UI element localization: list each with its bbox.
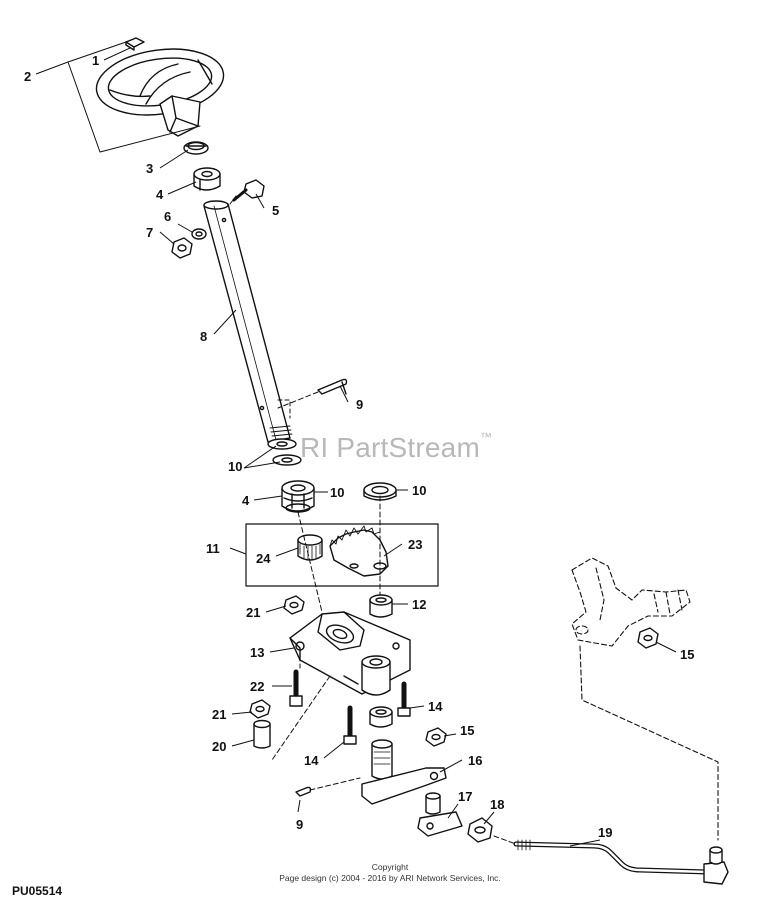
callout-2[interactable]: 2 — [24, 69, 32, 84]
steering-shaft-drawing — [203, 200, 293, 443]
callout-20[interactable]: 20 — [212, 739, 227, 754]
callout-15-right[interactable]: 15 — [680, 647, 695, 662]
upper-bushing-drawing — [193, 167, 221, 191]
callout-13[interactable]: 13 — [250, 645, 265, 660]
callout-22[interactable]: 22 — [250, 679, 265, 694]
bolt-lower-drawing — [343, 705, 357, 745]
callout-17[interactable]: 17 — [458, 789, 473, 804]
copyright-notice: Copyright Page design (c) 2004 - 2016 by… — [240, 862, 540, 883]
bolt-drawing — [229, 179, 265, 205]
diagram-id: PU05514 — [12, 884, 63, 898]
callout-23[interactable]: 23 — [408, 537, 423, 552]
watermark: RI PartStream™ — [300, 430, 493, 464]
cotter-pin-upper-drawing — [277, 378, 348, 409]
watermark-text: RI PartStream — [300, 432, 480, 463]
lower-bushing-drawing — [281, 480, 315, 513]
callout-21-upper[interactable]: 21 — [246, 605, 261, 620]
callout-16[interactable]: 16 — [468, 753, 483, 768]
copyright-line-2: Page design (c) 2004 - 2016 by ARI Netwo… — [279, 872, 501, 883]
sector-gear-drawing — [329, 525, 389, 577]
callout-14-lower[interactable]: 14 — [304, 753, 319, 768]
trademark-mark: ™ — [479, 430, 493, 444]
callout-21-lower[interactable]: 21 — [212, 707, 227, 722]
callout-5[interactable]: 5 — [272, 203, 280, 218]
support-plate-drawing — [289, 611, 411, 696]
cotter-pin-lower-drawing — [295, 777, 361, 797]
callout-1[interactable]: 1 — [92, 53, 100, 68]
callout-12[interactable]: 12 — [412, 597, 427, 612]
callout-9-lower[interactable]: 9 — [296, 817, 304, 832]
clip-drawing — [183, 141, 209, 155]
callout-10-right[interactable]: 10 — [412, 483, 427, 498]
kit-box — [245, 523, 439, 587]
bolt-right-drawing — [397, 681, 411, 717]
callout-15-middle[interactable]: 15 — [460, 723, 475, 738]
steering-arm-drawing — [361, 739, 447, 805]
bushing-drawing — [369, 594, 393, 618]
spindle-drawing — [571, 557, 719, 841]
copyright-line-1: Copyright — [371, 862, 409, 872]
callout-18[interactable]: 18 — [490, 797, 505, 812]
callout-11[interactable]: 11 — [206, 541, 220, 556]
spacer-drawing — [363, 482, 397, 501]
callout-4-lower[interactable]: 4 — [242, 493, 250, 508]
callout-24[interactable]: 24 — [256, 551, 271, 566]
callout-19[interactable]: 19 — [598, 825, 613, 840]
callout-8[interactable]: 8 — [200, 329, 208, 344]
callout-10-left[interactable]: 10 — [228, 459, 243, 474]
callout-9-upper[interactable]: 9 — [356, 397, 364, 412]
callout-7[interactable]: 7 — [146, 225, 154, 240]
callout-6[interactable]: 6 — [164, 209, 172, 224]
callout-10-center[interactable]: 10 — [330, 485, 345, 500]
drag-link-drawing — [513, 839, 729, 885]
long-bolt-drawing — [289, 669, 303, 707]
pinion-gear-drawing — [297, 534, 323, 561]
callout-4-upper[interactable]: 4 — [156, 187, 164, 202]
ball-joint-drawing — [417, 792, 463, 837]
callout-3[interactable]: 3 — [146, 161, 154, 176]
steering-wheel-drawing — [95, 37, 225, 137]
callout-14-right[interactable]: 14 — [428, 699, 443, 714]
